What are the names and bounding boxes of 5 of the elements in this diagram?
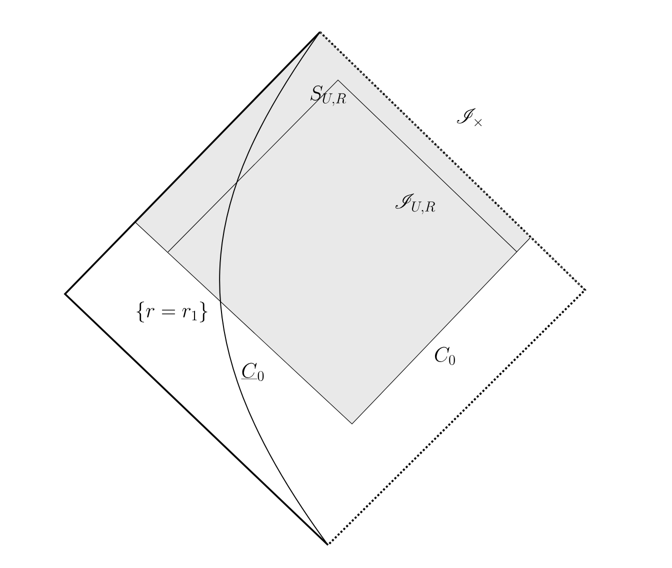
math-label: $\mathscr{I}_{U,R}$	[395, 193, 436, 214]
math-label: $\mathscr{I}_{\times}$	[456, 108, 482, 126]
math-label: $\underline{C}_0$	[241, 362, 264, 381]
math-label: $C_0$	[435, 346, 455, 365]
math-label: $\{r=r_1\}$	[136, 302, 208, 322]
